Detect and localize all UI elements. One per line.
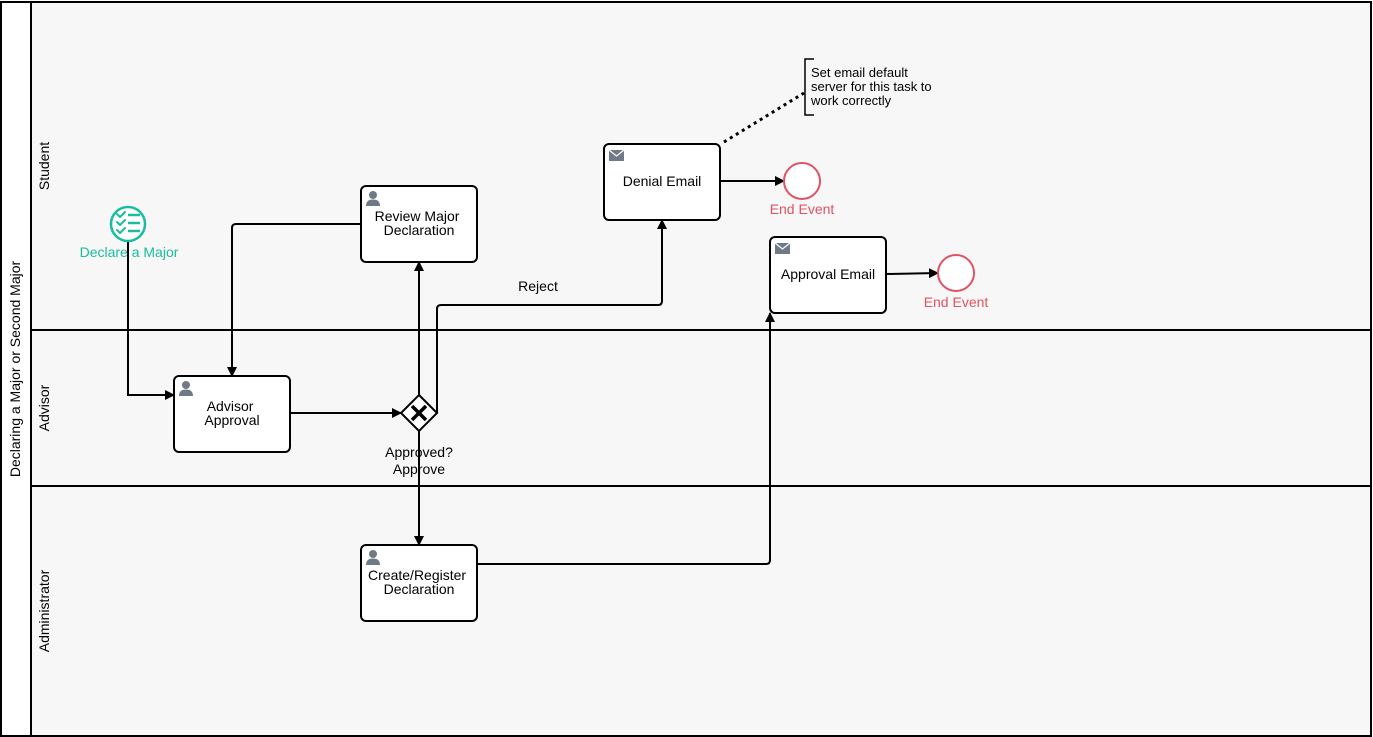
sequence-flows — [127, 176, 939, 565]
flow-label-reject: Reject — [518, 278, 558, 294]
end-event-label: End Event — [770, 201, 835, 217]
end-event-circle — [783, 162, 821, 200]
task-review-major-declaration[interactable]: Review Major Declaration — [360, 185, 478, 263]
lane-label-student: Student — [36, 142, 52, 190]
user-icon — [179, 381, 193, 396]
flow-review-major-to-advisor-approval[interactable] — [227, 223, 361, 377]
envelope-icon — [608, 149, 625, 161]
user-icon — [366, 550, 380, 565]
annotation-text: Set email default server for this task t… — [810, 65, 935, 108]
task-label: Review Major Declaration — [375, 208, 464, 238]
lane-label-administrator: Administrator — [36, 569, 52, 652]
user-icon — [366, 191, 380, 206]
flow-reject[interactable] — [436, 219, 667, 413]
task-box — [360, 185, 478, 263]
task-box — [360, 544, 478, 622]
task-advisor-approval[interactable]: Advisor Approval — [173, 375, 291, 453]
annotation-association — [723, 91, 805, 144]
task-label: Denial Email — [623, 173, 702, 189]
flow-start-to-advisor-approval[interactable] — [127, 242, 175, 400]
x-icon — [410, 404, 428, 422]
task-denial-email[interactable]: Denial Email — [603, 143, 721, 221]
flow-create-register-to-approval-email[interactable] — [477, 312, 775, 565]
task-label: Approval Email — [781, 266, 875, 282]
pool-label: Declaring a Major or Second Major — [7, 261, 23, 478]
task-label: Create/Register Declaration — [368, 567, 470, 597]
task-box — [603, 143, 721, 221]
task-box — [769, 236, 887, 314]
end-event-denial[interactable]: End Event — [770, 162, 835, 217]
end-event-label: End Event — [924, 294, 989, 310]
task-approval-email[interactable]: Approval Email — [769, 236, 887, 314]
checklist-icon — [116, 211, 140, 234]
lanes-background — [31, 2, 1371, 736]
task-label: Advisor Approval — [204, 398, 259, 428]
flow-label-approve: Approve — [393, 461, 445, 477]
task-box — [173, 375, 291, 453]
end-event-approval[interactable]: End Event — [924, 254, 989, 310]
start-event[interactable]: Declare a Major — [80, 205, 179, 260]
flow-approval-email-to-end[interactable] — [885, 268, 939, 279]
lane-label-advisor: Advisor — [36, 384, 52, 431]
gateway-label: Approved? — [385, 444, 453, 460]
envelope-icon — [774, 242, 791, 254]
end-event-circle — [937, 254, 975, 292]
start-event-label: Declare a Major — [80, 244, 179, 260]
text-annotation[interactable]: Set email default server for this task t… — [804, 58, 935, 116]
exclusive-gateway[interactable]: Approved? — [385, 393, 453, 460]
task-create-register-declaration[interactable]: Create/Register Declaration — [360, 544, 478, 622]
annotation-bracket — [804, 58, 814, 116]
